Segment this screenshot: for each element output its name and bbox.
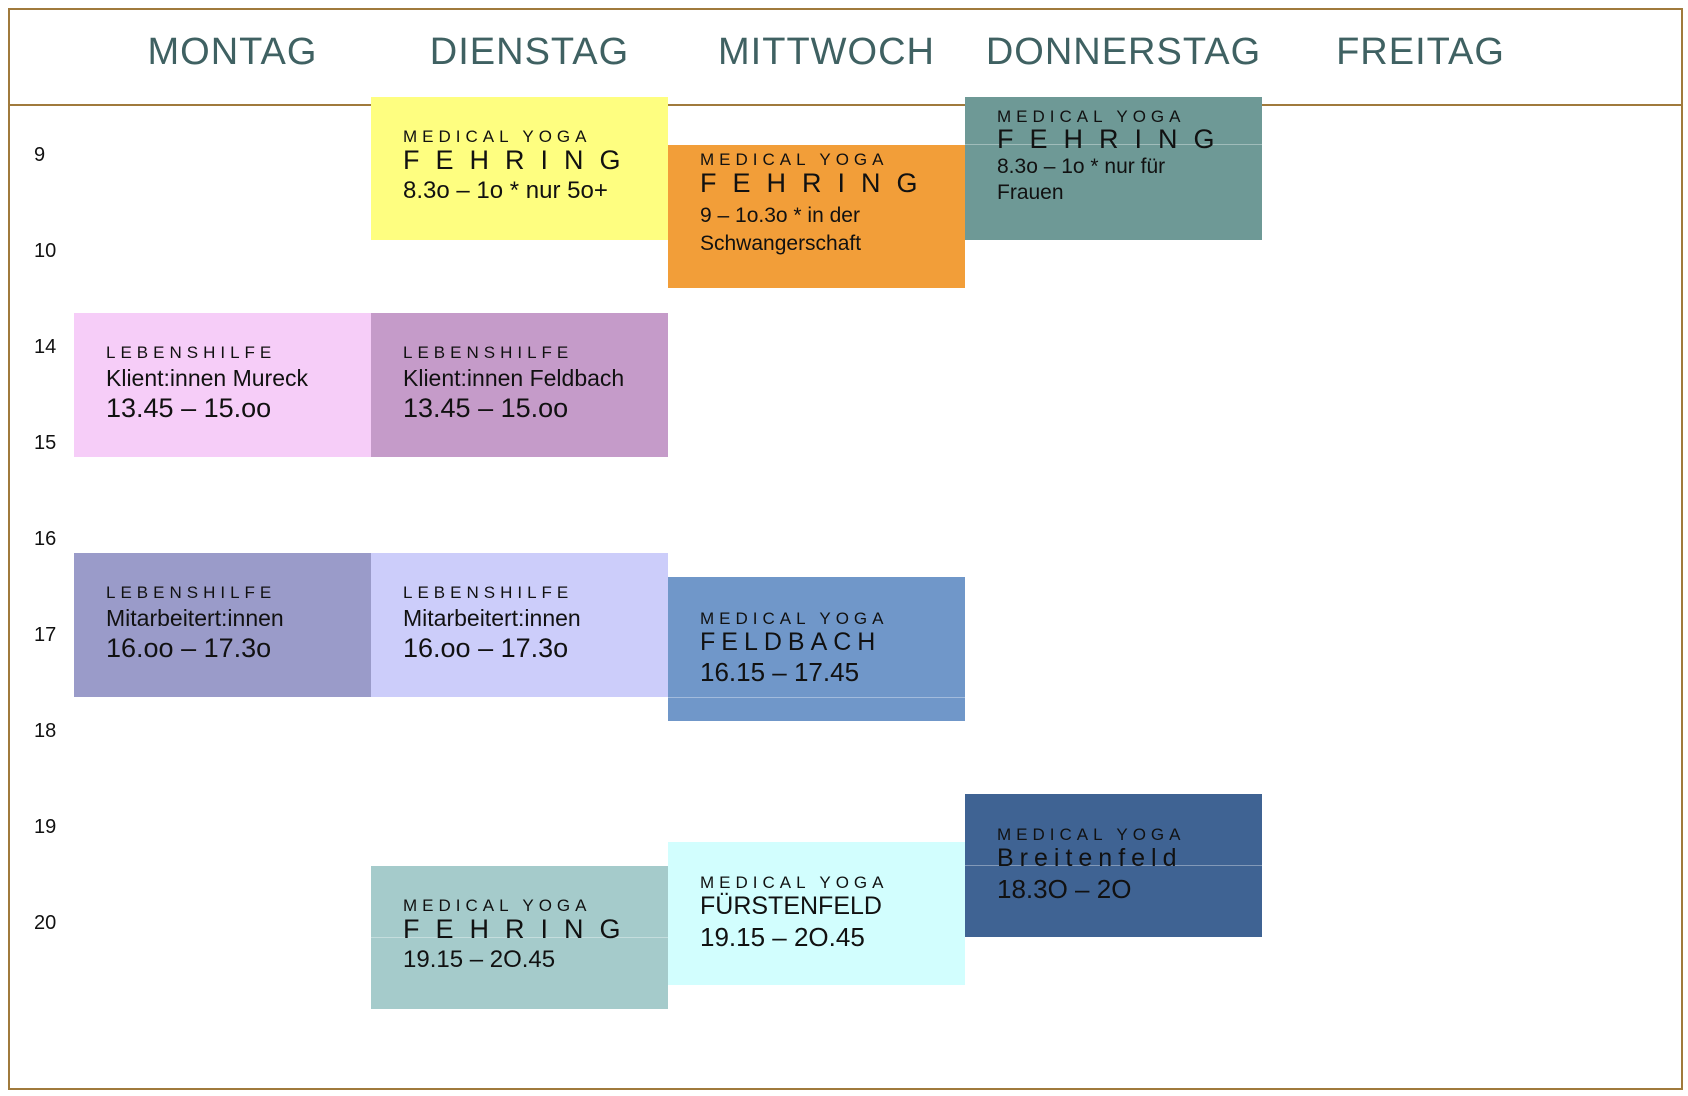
time-label: 14 (34, 336, 57, 358)
event-di-fehring-morning[interactable]: MEDICAL YOGA FEHRING 8.3o – 1o * nur 5o+ (371, 97, 668, 240)
event-di-lebenshilfe-klient[interactable]: LEBENSHILFE Klient:innen Feldbach 13.45 … (371, 313, 668, 457)
event-time: 9 – 1o.3o * in der Schwangerschaft (700, 204, 862, 255)
event-time: 16.15 – 17.45 (700, 657, 860, 687)
day-header-montag: MONTAG (147, 31, 318, 73)
event-category: LEBENSHILFE (106, 583, 277, 602)
event-title: Mitarbeitert:innen (106, 605, 284, 631)
event-mi-fehring-morning[interactable]: MEDICAL YOGA FEHRING 9 – 1o.3o * in der … (668, 145, 965, 288)
event-mo-lebenshilfe-mitarbeiter[interactable]: LEBENSHILFE Mitarbeitert:innen 16.oo – 1… (74, 553, 371, 697)
event-category: MEDICAL YOGA (997, 107, 1186, 126)
event-category: MEDICAL YOGA (403, 896, 592, 915)
event-category: MEDICAL YOGA (700, 609, 889, 628)
event-title: FELDBACH (700, 628, 882, 656)
event-time: 8.3o – 1o * nur für Frauen (997, 155, 1166, 204)
event-title: FÜRSTENFELD (700, 892, 882, 920)
time-label: 19 (34, 816, 57, 838)
event-title: FEHRING (997, 124, 1231, 154)
event-time: 13.45 – 15.oo (106, 393, 272, 423)
day-header-donnerstag: DONNERSTAG (985, 31, 1262, 73)
event-title: Klient:innen Feldbach (403, 365, 625, 391)
event-mi-fuerstenfeld[interactable]: MEDICAL YOGA FÜRSTENFELD 19.15 – 2O.45 (668, 842, 965, 985)
event-category: MEDICAL YOGA (403, 127, 592, 146)
day-header-freitag: FREITAG (1336, 31, 1505, 73)
event-time: 18.3O – 2O (997, 874, 1132, 904)
event-di-fehring-evening[interactable]: MEDICAL YOGA FEHRING 19.15 – 2O.45 (371, 866, 668, 1009)
time-label: 10 (34, 240, 57, 262)
event-time: 16.oo – 17.3o (106, 633, 272, 663)
event-title: Mitarbeitert:innen (403, 605, 581, 631)
event-title: FEHRING (403, 145, 637, 175)
day-header-row: MONTAG DIENSTAG MITTWOCH DONNERSTAG FREI… (10, 10, 1681, 106)
event-category: MEDICAL YOGA (700, 873, 889, 892)
event-do-breitenfeld[interactable]: MEDICAL YOGA Breitenfeld 18.3O – 2O (965, 794, 1262, 937)
event-mi-feldbach[interactable]: MEDICAL YOGA FELDBACH 16.15 – 17.45 (668, 577, 965, 721)
event-time: 19.15 – 2O.45 (403, 946, 556, 973)
event-category: MEDICAL YOGA (997, 825, 1186, 844)
event-title: FEHRING (700, 168, 934, 198)
time-label: 9 (34, 144, 46, 166)
event-time: 16.oo – 17.3o (403, 633, 569, 663)
time-label: 16 (34, 528, 57, 550)
event-time: 19.15 – 2O.45 (700, 922, 865, 952)
event-category: LEBENSHILFE (403, 583, 574, 602)
event-time: 8.3o – 1o * nur 5o+ (403, 177, 608, 204)
schedule-frame: MONTAG DIENSTAG MITTWOCH DONNERSTAG FREI… (8, 8, 1683, 1090)
time-label: 17 (34, 624, 57, 646)
event-title: FEHRING (403, 914, 637, 944)
day-header-mittwoch: MITTWOCH (718, 31, 935, 73)
event-di-lebenshilfe-mitarbeiter[interactable]: LEBENSHILFE Mitarbeitert:innen 16.oo – 1… (371, 553, 668, 697)
day-header-dienstag: DIENSTAG (429, 31, 630, 73)
time-label: 15 (34, 432, 57, 454)
event-time: 13.45 – 15.oo (403, 393, 569, 423)
event-category: MEDICAL YOGA (700, 150, 889, 169)
event-category: LEBENSHILFE (106, 343, 277, 362)
event-title: Breitenfeld (997, 844, 1183, 872)
event-title: Klient:innen Mureck (106, 365, 308, 391)
time-label: 20 (34, 912, 57, 934)
event-category: LEBENSHILFE (403, 343, 574, 362)
event-do-fehring-morning[interactable]: MEDICAL YOGA FEHRING 8.3o – 1o * nur für… (965, 97, 1262, 240)
event-mo-lebenshilfe-klient[interactable]: LEBENSHILFE Klient:innen Mureck 13.45 – … (74, 313, 371, 457)
time-label: 18 (34, 720, 57, 742)
